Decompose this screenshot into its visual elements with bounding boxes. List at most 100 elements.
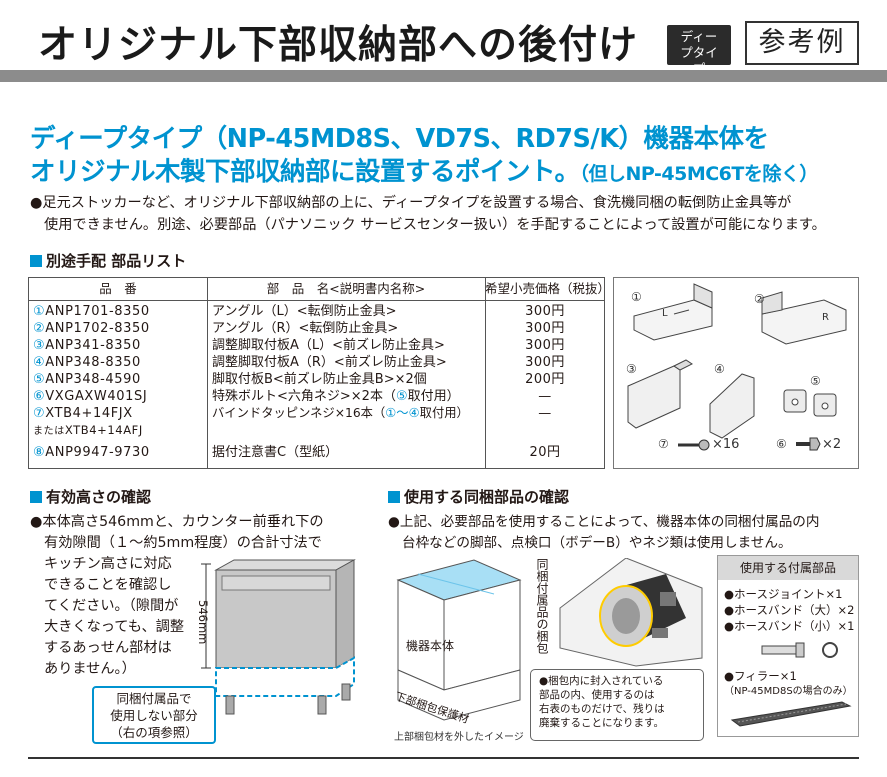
row-number: ⑥ [33, 389, 46, 404]
example-tag: 参考例 [745, 21, 859, 65]
part-label-2: ② [754, 292, 765, 306]
plate-b-icon [783, 389, 837, 417]
part-name: バインドタッピンネジ×16本（①～④取付用） [212, 405, 469, 422]
table-row: ④ANP348-8350 調整脚取付板A（R）<前ズレ防止金具> 300円 [29, 354, 604, 371]
part-name-text: 取付用） [407, 389, 460, 404]
accessory-item: ●ホースジョイント×1 [724, 587, 843, 601]
page-title: オリジナル下部収納部への後付け [38, 23, 639, 68]
accessory-item: ●フィラー×1 [724, 669, 797, 683]
accessory-item: ●ホースバンド（大）×2 [724, 603, 855, 617]
footer-divider [28, 757, 859, 759]
part-label-3: ③ [626, 362, 637, 376]
part-name: 調整脚取付板A（R）<前ズレ防止金具> [212, 355, 447, 370]
height-text-line: ありません。） [44, 661, 136, 677]
part-price: 200円 [525, 372, 565, 387]
image-caption: 上部梱包材を外したイメージ [394, 732, 524, 743]
package-note: ●梱包内に封入されている 部品の内、使用するのは 右表のものだけで、残りは 廃棄… [530, 669, 704, 741]
intro-line2: 使用できません。別途、必要部品（パナソニック サービスセンター扱い）を手配するこ… [44, 217, 826, 233]
part-name: アングル（R）<転倒防止金具> [212, 321, 399, 336]
package-photo [559, 558, 703, 667]
part-price: — [538, 406, 552, 421]
part-name: 据付注意書C（型紙） [212, 445, 339, 460]
height-text-line: 大きくなっても、調整 [44, 619, 185, 635]
part-price: 300円 [525, 304, 565, 319]
part-price: 20円 [529, 445, 561, 460]
headline-line2-note: （但しNP-45MC6Tを除く） [579, 163, 819, 185]
part-name: 調整脚取付板A（L）<前ズレ防止金具> [212, 338, 445, 353]
table-divider [485, 278, 486, 468]
note-line: 右表のものだけで、残りは [539, 703, 665, 715]
headline-line1: ディープタイプ（NP-45MD8S、VD7S、RD7S/K）機器本体を [30, 124, 769, 154]
accessory-item: （NP-45MD8Sの場合のみ） [724, 686, 853, 697]
height-text-line: できることを確認し [44, 577, 172, 593]
alt-part-number: XTB4+14AFJ [64, 423, 143, 437]
headline-line2-main: オリジナル木製下部収納部に設置するポイント。 [30, 157, 580, 187]
height-text-line: キッチン高さに対応 [44, 556, 172, 572]
table-row: ⑦XTB4+14FJX バインドタッピンネジ×16本（①～④取付用） — [29, 405, 604, 422]
table-row: ⑧ANP9947-9730 据付注意書C（型紙） 20円 [29, 444, 604, 461]
accessory-list: 使用する付属部品 ●ホースジョイント×1 ●ホースバンド（大）×2 ●ホースバン… [717, 555, 859, 737]
table-row: ⑥VXGAXW401SJ 特殊ボルト<六角ネジ>×2本（⑤取付用） — [29, 388, 604, 405]
height-text-line: するあっせん部材は [44, 640, 172, 656]
bundled-text-line: ●上記、必要部品を使用することによって、機器本体の同梱付属品の内 [388, 514, 820, 530]
height-text-line: ●本体高さ546mmと、カウンター前垂れ下の [30, 514, 324, 530]
part-number: VXGAXW401SJ [45, 389, 148, 404]
callout-line: 使用しない部分 [110, 708, 198, 723]
package-illustration [396, 559, 522, 721]
part-number: XTB4+14FJX [45, 406, 133, 421]
note-line: 廃棄することになります。 [539, 717, 664, 729]
accessory-item: ●ホースバンド（小）×1 [724, 619, 855, 633]
part-price: 300円 [525, 355, 565, 370]
part-name: アングル（L）<転倒防止金具> [212, 304, 397, 319]
bundled-section-heading: 使用する同梱部品の確認 [388, 486, 569, 507]
dimension-label: 546mm [196, 600, 210, 645]
callout-line: （右の項参照） [110, 725, 198, 740]
callout-line: 同梱付属品で [116, 691, 192, 706]
parts-table: 品 番 部 品 名<説明書内名称> 希望小売価格（税抜） ①ANP1701-83… [28, 277, 610, 469]
section-bullet-square [30, 255, 42, 267]
col-header-name: 部 品 名<説明書内名称> [207, 278, 485, 301]
hex-bolt-icon [796, 437, 821, 451]
col-header-price: 希望小売価格（税抜） [485, 278, 610, 301]
height-text-line: 有効隙間（１～約5mm程度）の合計寸法で [44, 535, 322, 551]
part-name-text: 特殊ボルト<六角ネジ>×2本（ [212, 389, 396, 404]
section-bullet-square [30, 491, 42, 503]
height-text-line: てください。（隙間が [44, 598, 179, 614]
parts-illustration: ① ② ③ ④ ⑤ L R ⑦ ×16 ⑥ ×2 [613, 277, 859, 469]
row-number: ① [33, 304, 46, 319]
bracket-letter-r: R [822, 312, 829, 323]
part-price: 300円 [525, 338, 565, 353]
headline-line2: オリジナル木製下部収納部に設置するポイント。（但しNP-45MC6Tを除く） [30, 151, 818, 188]
bracket-r-icon [761, 291, 847, 345]
plate-a-l-icon [627, 359, 693, 429]
height-section-heading-text: 有効高さの確認 [46, 488, 152, 506]
parts-section-heading-text: 別途手配 部品リスト [46, 252, 187, 270]
row-number: ② [33, 321, 46, 336]
filler-icon [730, 701, 852, 727]
part-label-5: ⑤ [810, 374, 821, 388]
part-label-1: ① [631, 290, 642, 304]
deep-type-tag: ディープタイプ [667, 25, 731, 76]
row-number: ④ [33, 355, 46, 370]
hose-joint-icon [761, 642, 838, 658]
header-divider [0, 70, 887, 82]
part-number: ANP1701-8350 [45, 304, 150, 319]
part-label-7: ⑦ [658, 437, 669, 451]
bundled-text-line: 台枠などの脚部、点検口（ボデーB）やネジ類は使用しません。 [402, 535, 792, 551]
row-number: ⑧ [33, 445, 46, 460]
plate-a-r-icon [709, 373, 755, 439]
table-row: ②ANP1702-8350 アングル（R）<転倒防止金具> 300円 [29, 320, 604, 337]
unit-label: 機器本体 [406, 639, 455, 653]
part-name-ref: ①～④ [385, 406, 420, 420]
part-6-qty: ×2 [822, 437, 842, 452]
bracket-letter-l: L [662, 308, 668, 319]
row-number: ③ [33, 338, 46, 353]
unused-parts-callout: 同梱付属品で 使用しない部分 （右の項参照） [92, 686, 216, 744]
part-name: 特殊ボルト<六角ネジ>×2本（⑤取付用） [212, 388, 460, 405]
tapping-screw-icon [678, 439, 710, 451]
part-price: 300円 [525, 321, 565, 336]
table-divider [207, 278, 208, 468]
row-number: ⑦ [33, 406, 46, 421]
col-header-part-no: 品 番 [29, 278, 207, 301]
table-row: ①ANP1701-8350 アングル（L）<転倒防止金具> 300円 [29, 303, 604, 320]
